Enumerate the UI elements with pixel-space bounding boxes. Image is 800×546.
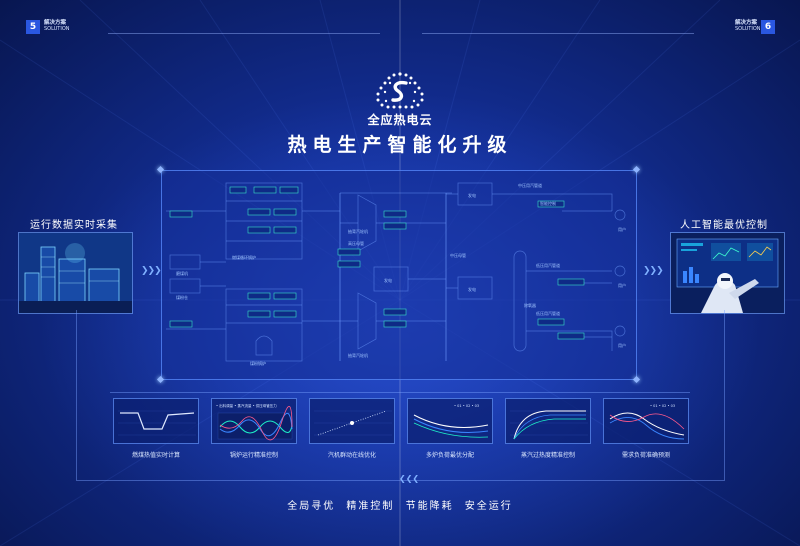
boiler-bottom-shape [225, 288, 303, 362]
data-collection-image [18, 232, 133, 314]
card-label: 蒸汽过热度精准控制 [520, 452, 575, 459]
card-demand-forecast[interactable]: • 01 • 02 • 03 需求负荷准确预测 [603, 398, 689, 460]
card-chart-panel: • 01 • 02 • 03 [407, 398, 493, 444]
card-chart-panel: • 出料调量 • 蒸汽流量 • 供压母管压力 [211, 398, 297, 444]
card-boiler-control[interactable]: • 出料调量 • 蒸汽流量 • 供压母管压力 锅炉运行精准控制 [211, 398, 297, 460]
label-ctrl-box: 智能控制 [540, 200, 556, 206]
feedback-arrow-icon: ❮❮❮ [399, 474, 420, 483]
card-chart-panel: • 01 • 02 • 03 [603, 398, 689, 444]
label-header-mid: 中压母管 [450, 252, 466, 258]
label-deaerator: 除氧器 [524, 302, 536, 308]
label-coal-bunker: 煤粉仓 [176, 294, 188, 300]
frame-line-left [76, 310, 77, 480]
card-4-legend: • 01 • 02 • 03 [454, 404, 479, 408]
brand-name: 全应热电云 [367, 113, 433, 127]
card-label: 多炉负荷最优分配 [425, 452, 474, 459]
card-label: 燃煤热值实时计算 [131, 452, 180, 459]
card-2-chart: • 出料调量 • 蒸汽流量 • 供压母管压力 [216, 403, 293, 441]
card-turbine-optimization[interactable]: 汽机群动在线优化 [309, 398, 395, 460]
card-3-chart [314, 410, 392, 436]
label-boiler-bottom: 煤粉锅炉 [250, 360, 266, 366]
label-turbine-top: 抽背汽轮机 [348, 228, 368, 234]
section-subtitle-right: SOLUTION [735, 26, 761, 32]
label-turbine-bottom: 抽背汽轮机 [348, 352, 368, 358]
card-label: 锅炉运行精准控制 [229, 452, 278, 459]
label-header-high: 高压母管 [348, 240, 364, 246]
label-low-pressure-net-2: 低压用汽管道 [536, 310, 560, 316]
frame-line-right [724, 310, 725, 480]
ai-dashboard-image [671, 233, 784, 313]
section-label-left: 解决方案 SOLUTION [44, 20, 70, 32]
right-flow-arrow-icon: ❯❯❯ [643, 266, 664, 276]
page-number-left: 5 [26, 20, 40, 34]
plant-3d-image [19, 233, 132, 313]
card-chart-panel [309, 398, 395, 444]
cloud-logo-icon [376, 72, 424, 109]
label-low-pressure-net: 低压用汽管道 [536, 262, 560, 268]
left-flow-arrow-icon: ❯❯❯ [141, 266, 162, 276]
label-user-3: 用户 [618, 342, 626, 348]
page-title: 热电生产智能化升级 [287, 134, 513, 156]
label-gen-top: 发电 [468, 192, 476, 198]
card-label: 汽机群动在线优化 [327, 452, 376, 459]
label-boiler-top: 燃煤循环锅炉 [232, 254, 256, 260]
section-label-right: 解决方案 SOLUTION [735, 20, 761, 32]
label-user-1: 用户 [618, 226, 626, 232]
card-4-chart: • 01 • 02 • 03 [413, 404, 489, 438]
card-chart-panel [505, 398, 591, 444]
section-subtitle-left: SOLUTION [44, 26, 70, 32]
section-title-left: 解决方案 [44, 20, 67, 26]
header-line-right [422, 33, 694, 34]
label-gen-mid: 发电 [384, 277, 392, 283]
card-6-legend: • 01 • 02 • 03 [650, 404, 675, 408]
label-gen-bottom: 发电 [468, 286, 476, 292]
frame-line-top [110, 392, 690, 393]
turbine-bottom-shape [357, 292, 377, 350]
bottom-slogan: 全局寻优 精准控制 节能降耗 安全运行 [287, 501, 513, 512]
card-label: 需求负荷准确预测 [621, 452, 670, 459]
card-superheat-control[interactable]: 蒸汽过热度精准控制 [505, 398, 591, 460]
card-coal-heat-value[interactable]: 燃煤热值实时计算 [113, 398, 199, 460]
header-line-left [108, 33, 380, 34]
right-panel-title: 人工智能最优控制 [680, 220, 768, 231]
left-panel-title: 运行数据实时采集 [30, 220, 118, 231]
frame-line-bottom [76, 480, 725, 481]
capability-cards: 燃煤热值实时计算 • 出料调量 • 蒸汽流量 • 供压母管压力 锅炉运行精准控制 [113, 398, 689, 470]
card-6-chart: • 01 • 02 • 03 [609, 404, 685, 440]
section-title-right: 解决方案 [735, 20, 758, 26]
card-chart-panel [113, 398, 199, 444]
label-mid-pressure-net: 中压用汽管道 [518, 182, 542, 188]
card-2-legend: • 出料调量 • 蒸汽流量 • 供压母管压力 [216, 403, 277, 408]
turbine-top-shape [357, 194, 377, 252]
deaerator-shape [513, 250, 527, 352]
ai-control-image [670, 232, 785, 314]
card-load-distribution[interactable]: • 01 • 02 • 03 多炉负荷最优分配 [407, 398, 493, 460]
label-user-2: 用户 [618, 282, 626, 288]
card-1-chart [118, 410, 196, 436]
label-coal-machine: 磨煤机 [176, 270, 188, 276]
process-diagram: 燃煤循环锅炉 煤粉锅炉 磨煤机 煤粉仓 高压母管 中压母管 抽背汽轮机 抽背汽轮… [161, 170, 637, 380]
process-flow-svg: 燃煤循环锅炉 煤粉锅炉 磨煤机 煤粉仓 高压母管 中压母管 抽背汽轮机 抽背汽轮… [166, 182, 626, 366]
card-5-chart [510, 410, 588, 440]
page-number-right: 6 [761, 20, 775, 34]
